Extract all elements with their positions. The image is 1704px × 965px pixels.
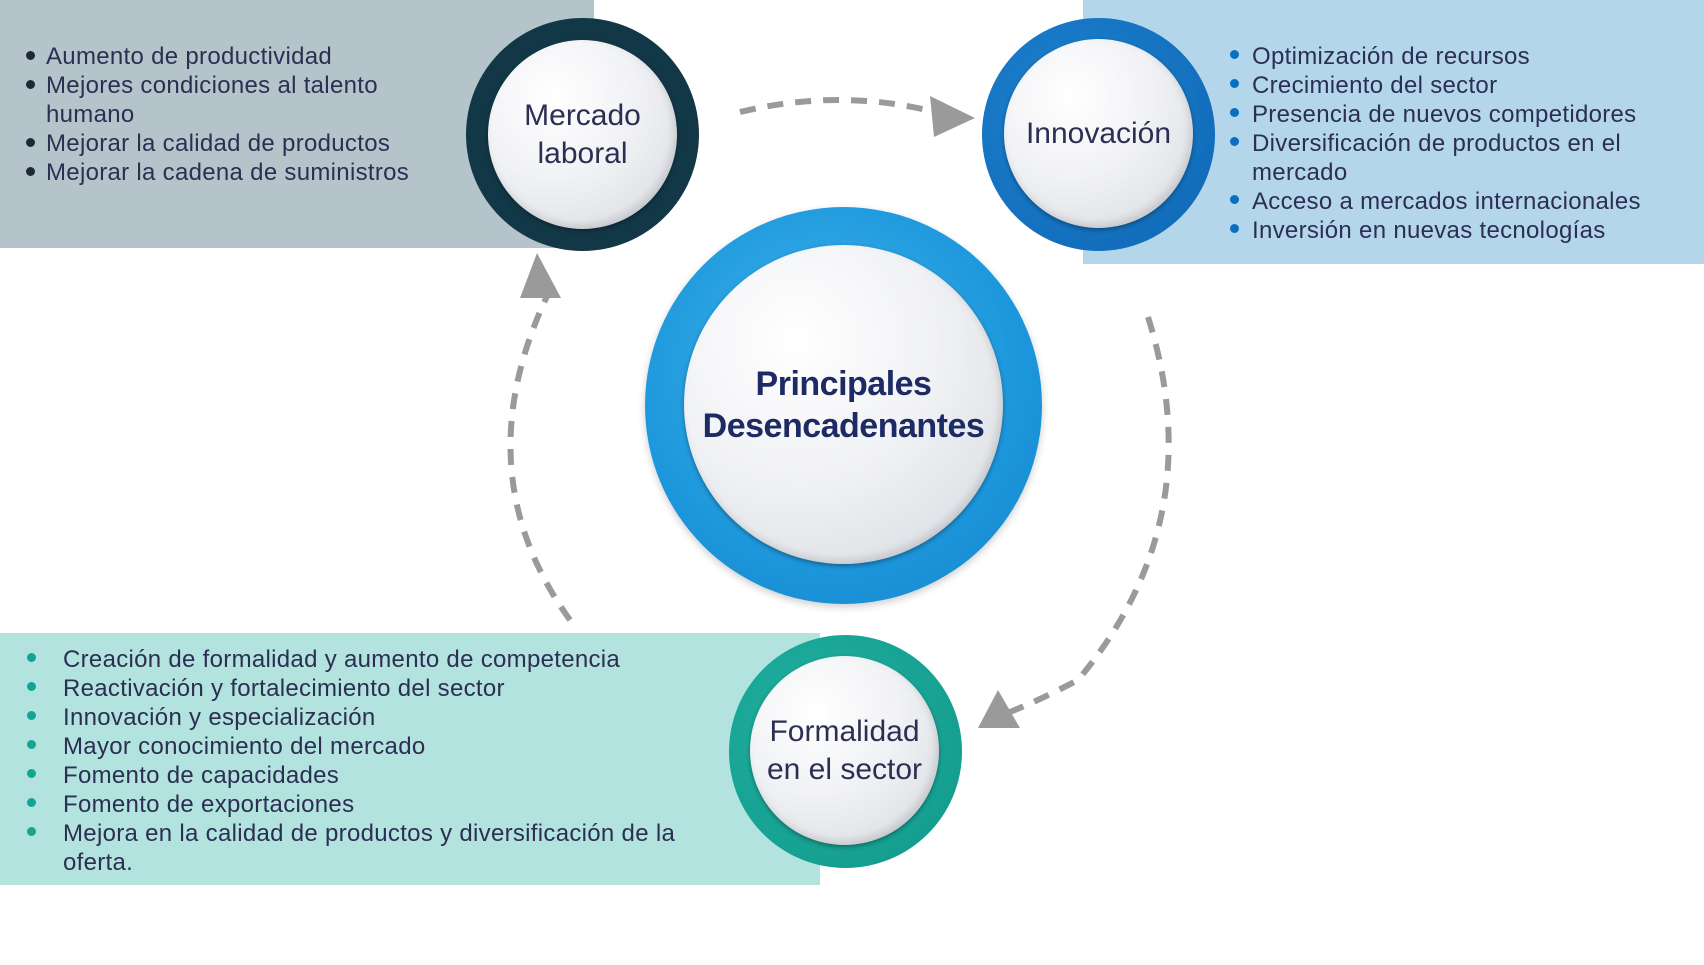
center-title: Principales Desencadenantes [702,364,985,445]
formality-panel [0,633,820,885]
list-item: Mayor conocimiento del mercado [27,732,743,761]
innovation-list: Optimización de recursos Crecimiento del… [1230,42,1682,245]
list-item: Mejora en la calidad de productos y dive… [27,819,743,877]
list-item: Reactivación y fortalecimiento del secto… [27,674,743,703]
innovation-node: Innovación [982,18,1215,251]
list-item: Fomento de exportaciones [27,790,743,819]
arrowhead-innovation [930,96,975,137]
list-item: Aumento de productividad [26,42,466,71]
arrowhead-formality [978,690,1020,728]
center-node: Principales Desencadenantes [645,207,1042,604]
formality-label: Formalidad en el sector [766,714,923,786]
formality-node: Formalidad en el sector [729,635,962,868]
formality-list: Creación de formalidad y aumento de comp… [27,645,743,877]
list-item: Crecimiento del sector [1230,71,1682,100]
list-item: Creación de formalidad y aumento de comp… [27,645,743,674]
list-item: Fomento de capacidades [27,761,743,790]
arrowhead-labor [520,253,561,298]
list-item: Acceso a mercados internacionales [1230,187,1682,216]
list-item: Optimización de recursos [1230,42,1682,71]
list-item: Innovación y especialización [27,703,743,732]
arrow-innovation-to-formality [1008,316,1172,715]
list-item: Mejorar la calidad de productos [26,129,466,158]
list-item: Diversificación de productos en el merca… [1230,129,1682,187]
innovation-label: Innovación [1025,116,1172,150]
arrow-labor-to-innovation [739,97,936,115]
labor-market-label: Mercado laboral [524,98,641,170]
list-item: Inversión en nuevas tecnologías [1230,216,1682,245]
labor-market-list: Aumento de productividad Mejores condici… [26,42,466,187]
list-item: Mejorar la cadena de suministros [26,158,466,187]
list-item: Presencia de nuevos competidores [1230,100,1682,129]
labor-market-node: Mercado laboral [466,18,699,251]
list-item: Mejores condiciones al talento humano [26,71,466,129]
arrow-formality-to-labor [507,288,573,622]
